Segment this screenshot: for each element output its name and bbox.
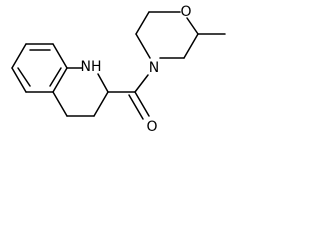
bond-c4a-c4 bbox=[52, 91, 68, 117]
atom-label-o-ring: O bbox=[180, 4, 191, 20]
bond-left-up-top bbox=[135, 11, 150, 35]
atom-label-o-carbonyl: O bbox=[146, 119, 157, 135]
bond-benzene-inner-right bbox=[49, 67, 62, 87]
bond-carbonyl-o-1 bbox=[134, 91, 150, 117]
bond-n-c-left-up bbox=[135, 33, 151, 59]
molecule-drawing: NH N O O bbox=[11, 4, 226, 135]
bond-benzene-inner-left bbox=[17, 67, 31, 87]
bond-right-up-right-down bbox=[183, 33, 199, 59]
bond-carbonyl-n bbox=[134, 74, 149, 93]
bond-benzene-upper-left bbox=[11, 43, 27, 69]
bond-benzene-lower-right bbox=[52, 67, 68, 93]
bond-c2-n1 bbox=[97, 73, 109, 93]
bond-c3-c2 bbox=[93, 91, 109, 117]
chemical-structure: NH N O O bbox=[11, 4, 226, 135]
atom-label-n: N bbox=[149, 60, 159, 76]
atom-label-nh: NH bbox=[81, 59, 102, 75]
bond-o-right-up bbox=[186, 17, 199, 35]
bond-benzene-lower-left bbox=[11, 67, 27, 93]
bond-carbonyl-o-2 bbox=[128, 94, 144, 120]
bond-benzene-upper-right bbox=[52, 43, 68, 69]
